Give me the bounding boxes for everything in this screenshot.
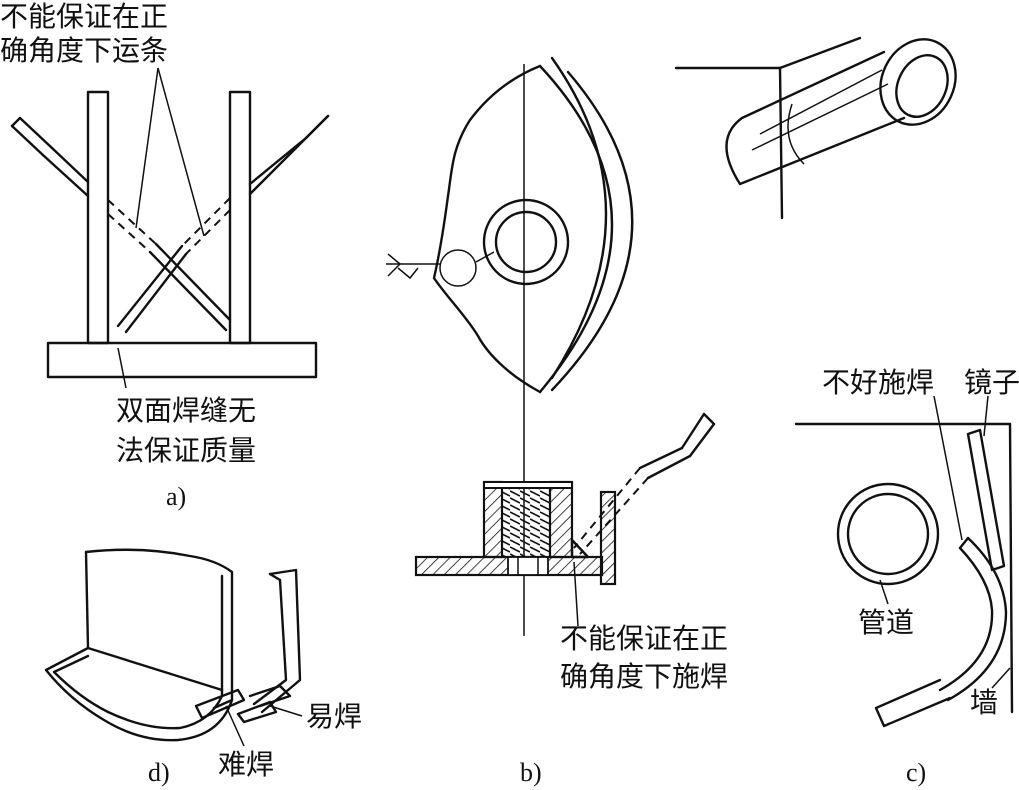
label-a-top-line2: 确角度下运条 (0, 34, 169, 67)
right-electrode (116, 114, 330, 334)
label-a-bottom-line2: 法保证质量 (116, 434, 257, 467)
figure-pipe-corner-drawing (674, 36, 957, 220)
label-a-bottom-line1: 双面焊缝无 (116, 394, 257, 427)
figure-b-top-drawing (386, 56, 634, 636)
left-electrode (10, 116, 232, 332)
figure-b-section-drawing (414, 412, 716, 627)
label-c-wall: 墙 (970, 686, 999, 719)
caption-b: b) (520, 758, 542, 787)
figure-c-drawing (794, 395, 1014, 728)
label-d-easy: 易焊 (306, 700, 363, 733)
base-plate (46, 341, 318, 379)
caption-d: d) (148, 758, 170, 787)
label-c-mirror: 镜子 (964, 366, 1019, 399)
right-vertical-plate (228, 90, 252, 345)
label-c-bad: 不好施焊 (822, 366, 935, 399)
left-vertical-plate (86, 90, 110, 345)
label-a-top-line1: 不能保证在正 (0, 0, 169, 33)
label-c-pipe: 管道 (858, 606, 915, 639)
caption-a: a) (166, 482, 187, 511)
caption-c: c) (906, 758, 927, 787)
figure-d-drawing (44, 548, 303, 747)
label-b-line2: 确角度下施焊 (560, 660, 729, 693)
label-d-hard: 难焊 (218, 748, 275, 781)
figure-a-drawing (10, 67, 330, 389)
label-b-line1: 不能保证在正 (560, 622, 729, 655)
